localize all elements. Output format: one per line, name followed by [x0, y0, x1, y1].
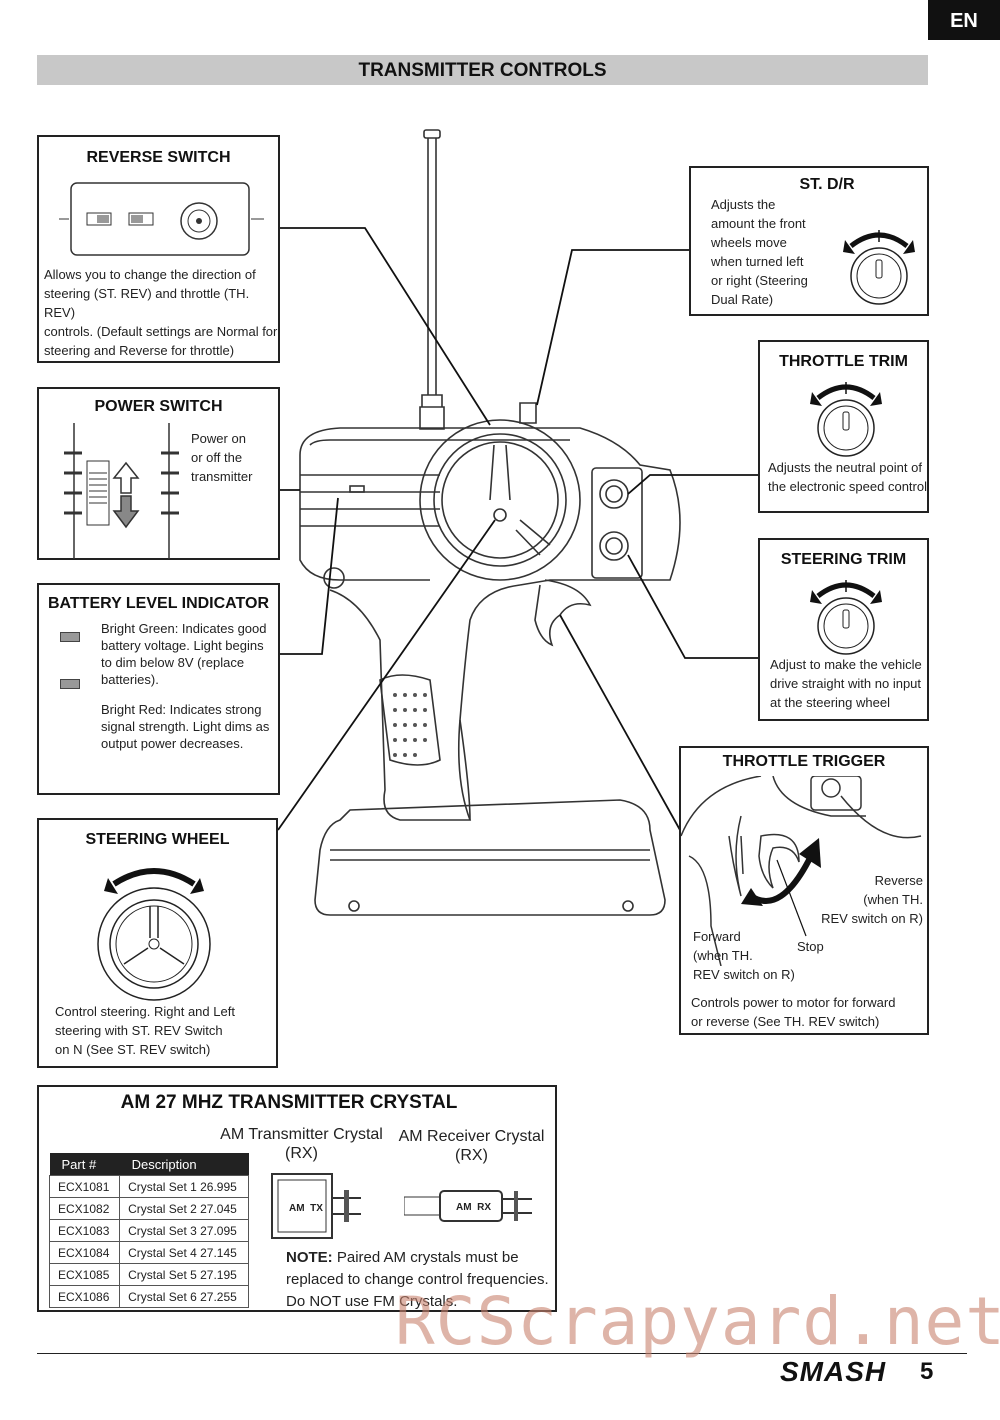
table-cell: Crystal Set 2 27.045 [119, 1197, 249, 1220]
rx-crystal-label: AM RX [456, 1202, 491, 1213]
tx-crystal-caption: AM Transmitter Crystal (RX) [220, 1126, 383, 1162]
throttle-trim-description: Adjusts the neutral point of the electro… [768, 460, 927, 494]
trigger-forward-label: Forward (when TH. REV switch on R) [693, 929, 795, 982]
steering-trim-knob-icon [810, 580, 882, 655]
page-title: TRANSMITTER CONTROLS [37, 55, 928, 85]
footer-rule [37, 1353, 967, 1354]
throttle-trigger-description: Controls power to motor for forward or r… [691, 995, 896, 1029]
table-header-part: Part # [49, 1153, 120, 1176]
language-tab: EN [928, 0, 1000, 40]
table-cell: ECX1085 [48, 1263, 121, 1286]
table-cell: Crystal Set 4 27.145 [119, 1241, 249, 1264]
steering-wheel-description: Control steering. Right and Left steerin… [55, 1004, 235, 1057]
table-header-row: Part # Description [49, 1153, 249, 1176]
green-led-icon [60, 632, 80, 642]
trigger-stop-label: Stop [797, 939, 824, 954]
st-dr-description: Adjusts the amount the front wheels move… [711, 197, 808, 307]
throttle-trigger-panel: THROTTLE TRIGGER Reverse (when TH. REV s… [679, 746, 929, 1035]
throttle-trim-title: THROTTLE TRIM [779, 353, 908, 370]
tx-crystal-icon [271, 1173, 361, 1239]
throttle-trim-knob-icon [810, 382, 882, 457]
table-cell: Crystal Set 5 27.195 [119, 1263, 249, 1286]
crystal-title: AM 27 MHZ TRANSMITTER CRYSTAL [120, 1092, 458, 1113]
table-cell: ECX1086 [48, 1285, 121, 1308]
st-dr-title: ST. D/R [799, 176, 855, 193]
reverse-switch-description: Allows you to change the direction of st… [44, 267, 278, 358]
st-dr-panel: ST. D/R Adjusts the amount the front whe… [689, 166, 929, 316]
table-cell: ECX1082 [48, 1197, 121, 1220]
steering-wheel-title: STEERING WHEEL [85, 831, 230, 848]
battery-indicator-panel: BATTERY LEVEL INDICATOR Bright Green: In… [37, 583, 280, 795]
steering-wheel-panel: STEERING WHEEL Control steering. Right a… [37, 818, 278, 1068]
table-cell: ECX1083 [48, 1219, 121, 1242]
power-switch-panel: POWER SWITCH Power on or off the transmi… [37, 387, 280, 560]
steering-trim-description: Adjust to make the vehicle drive straigh… [770, 657, 922, 710]
crystal-note: NOTE: Paired AM crystals must be replace… [286, 1249, 549, 1310]
table-cell: Crystal Set 3 27.095 [119, 1219, 249, 1242]
trigger-reverse-label: Reverse (when TH. REV switch on R) [821, 873, 923, 926]
brand-logo: SMASH [780, 1356, 887, 1387]
rx-crystal-caption: AM Receiver Crystal (RX) [398, 1128, 545, 1164]
steering-trim-panel: STEERING TRIM Adjust to make the vehicle… [758, 538, 929, 721]
throttle-trigger-title: THROTTLE TRIGGER [722, 753, 886, 770]
table-cell: ECX1084 [48, 1241, 121, 1264]
reverse-switch-illustration [59, 182, 264, 256]
throttle-trim-panel: THROTTLE TRIM Adjusts the neutral point … [758, 340, 929, 513]
battery-red-description: Bright Red: Indicates strong signal stre… [101, 702, 270, 751]
table-cell: ECX1081 [48, 1175, 121, 1198]
table-cell: Crystal Set 1 26.995 [119, 1175, 249, 1198]
power-switch-title: POWER SWITCH [94, 398, 223, 415]
page-number: 5 [920, 1358, 934, 1385]
steering-wheel-icon [97, 868, 211, 1001]
table-header-description: Description [119, 1153, 249, 1176]
red-led-icon [60, 679, 80, 689]
watermark: RCScrapyard.net [395, 1283, 1000, 1360]
battery-indicator-title: BATTERY LEVEL INDICATOR [47, 595, 270, 612]
table-cell: Crystal Set 6 27.255 [119, 1285, 249, 1308]
tx-crystal-label: AM TX [289, 1203, 323, 1214]
crystal-panel: AM 27 MHZ TRANSMITTER CRYSTAL Part # Des… [37, 1085, 557, 1312]
power-switch-illustration [64, 423, 179, 559]
battery-green-description: Bright Green: Indicates good battery vol… [101, 621, 267, 687]
reverse-switch-panel: REVERSE SWITCH Allows you to change the … [37, 135, 280, 363]
reverse-switch-title: REVERSE SWITCH [86, 149, 231, 166]
steering-trim-title: STEERING TRIM [780, 551, 907, 568]
rx-crystal-icon [404, 1190, 532, 1222]
power-switch-description: Power on or off the transmitter [191, 431, 253, 484]
note-label: NOTE: [286, 1249, 333, 1266]
throttle-trigger-illustration [681, 776, 922, 966]
st-dr-knob-icon [843, 230, 915, 305]
